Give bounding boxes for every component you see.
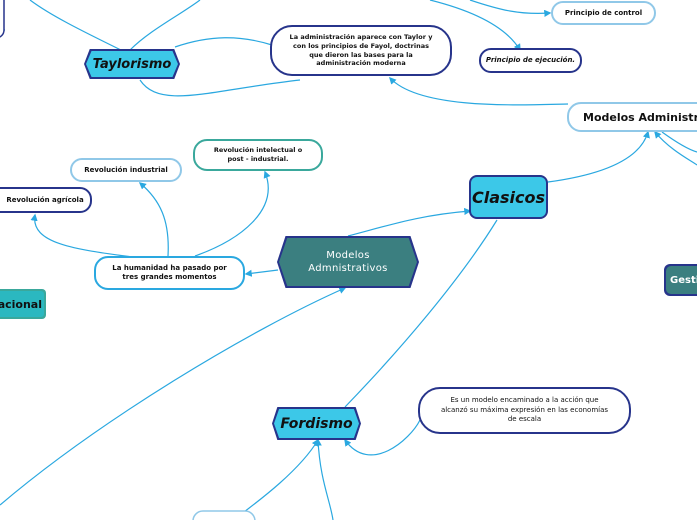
fordismo-desc-node[interactable]: Es un modelo encaminado a la acción que … <box>418 387 631 434</box>
connector-modelos-clasicos <box>547 130 650 183</box>
connector-taylorismo-upright <box>129 0 201 51</box>
connector-taylorismo-clasicos <box>139 79 301 97</box>
fordismo-desc-text: Es un modelo encaminado a la acción que … <box>440 395 609 424</box>
principio-control-node[interactable]: Principio de control <box>551 1 656 25</box>
revolucion-agricola-node[interactable]: Revolución agrícola <box>0 187 92 213</box>
gesti-label: Gesti <box>670 274 697 286</box>
taylorismo-label: Taylorismo <box>92 56 172 72</box>
connector-administracion-modelos <box>389 76 569 106</box>
humanidad-label: La humanidad ha pasado por tres grandes … <box>112 264 227 281</box>
revolucion-intelectual-label: Revolución intelectual o post - industri… <box>213 146 303 163</box>
connector-taylorismo-upleft <box>29 0 126 53</box>
clasicos-label: Clasicos <box>471 187 546 207</box>
gesti-node[interactable]: Gesti <box>664 264 697 296</box>
revolucion-industrial-label: Revolución industrial <box>84 165 168 174</box>
connector-humanidad-industrial <box>138 182 169 257</box>
connector-modelosadm-humanidad <box>244 269 279 277</box>
fordismo-label: Fordismo <box>280 415 353 432</box>
fordismo-node[interactable]: Fordismo <box>272 407 361 440</box>
principio-ejecucion-label: Principio de ejecución. <box>485 56 576 65</box>
revolucion-industrial-node[interactable]: Revolución industrial <box>70 158 182 182</box>
partial-node-top-left <box>0 0 5 38</box>
connector-taylorismo-administracion <box>174 37 273 48</box>
connector-clasicos-modelos-adm <box>347 207 472 237</box>
principio-ejecucion-node[interactable]: Principio de ejecución. <box>479 48 582 73</box>
connector-fordismo-down-left <box>239 438 319 516</box>
connector-humanidad-intelectual <box>194 170 271 257</box>
revolucion-agricola-label: Revolución agrícola <box>6 195 84 204</box>
administracion-taylor-node[interactable]: La administración aparece con Taylor y c… <box>270 25 452 76</box>
connector-humanidad-agricola <box>30 213 141 259</box>
connector-top-principio-control <box>469 0 552 17</box>
administracion-taylor-text: La administración aparece con Taylor y c… <box>289 32 433 68</box>
connector-fordismo-down <box>314 438 334 520</box>
humanidad-node[interactable]: La humanidad ha pasado por tres grandes … <box>94 256 245 290</box>
modelos-admnistrativos-node[interactable]: Modelos Admnistrativos <box>277 236 419 288</box>
connector-modelosadm-fordismo-left <box>0 287 347 506</box>
zacional-label: zacional <box>0 297 42 311</box>
modelos-administra-label: Modelos Administra <box>583 110 697 124</box>
principio-control-label: Principio de control <box>564 8 643 17</box>
connector-modelos-gestion-2 <box>661 131 697 153</box>
revolucion-intelectual-node[interactable]: Revolución intelectual o post - industri… <box>193 139 323 171</box>
connector-modelos-gestion <box>654 130 697 166</box>
modelos-administra-node[interactable]: Modelos Administra <box>567 102 697 132</box>
partial-node-bottom <box>192 510 256 520</box>
zacional-node[interactable]: zacional <box>0 289 46 319</box>
modelos-admnistrativos-label: Modelos Admnistrativos <box>308 249 388 275</box>
taylorismo-node[interactable]: Taylorismo <box>84 49 180 79</box>
clasicos-node[interactable]: Clasicos <box>469 175 548 219</box>
